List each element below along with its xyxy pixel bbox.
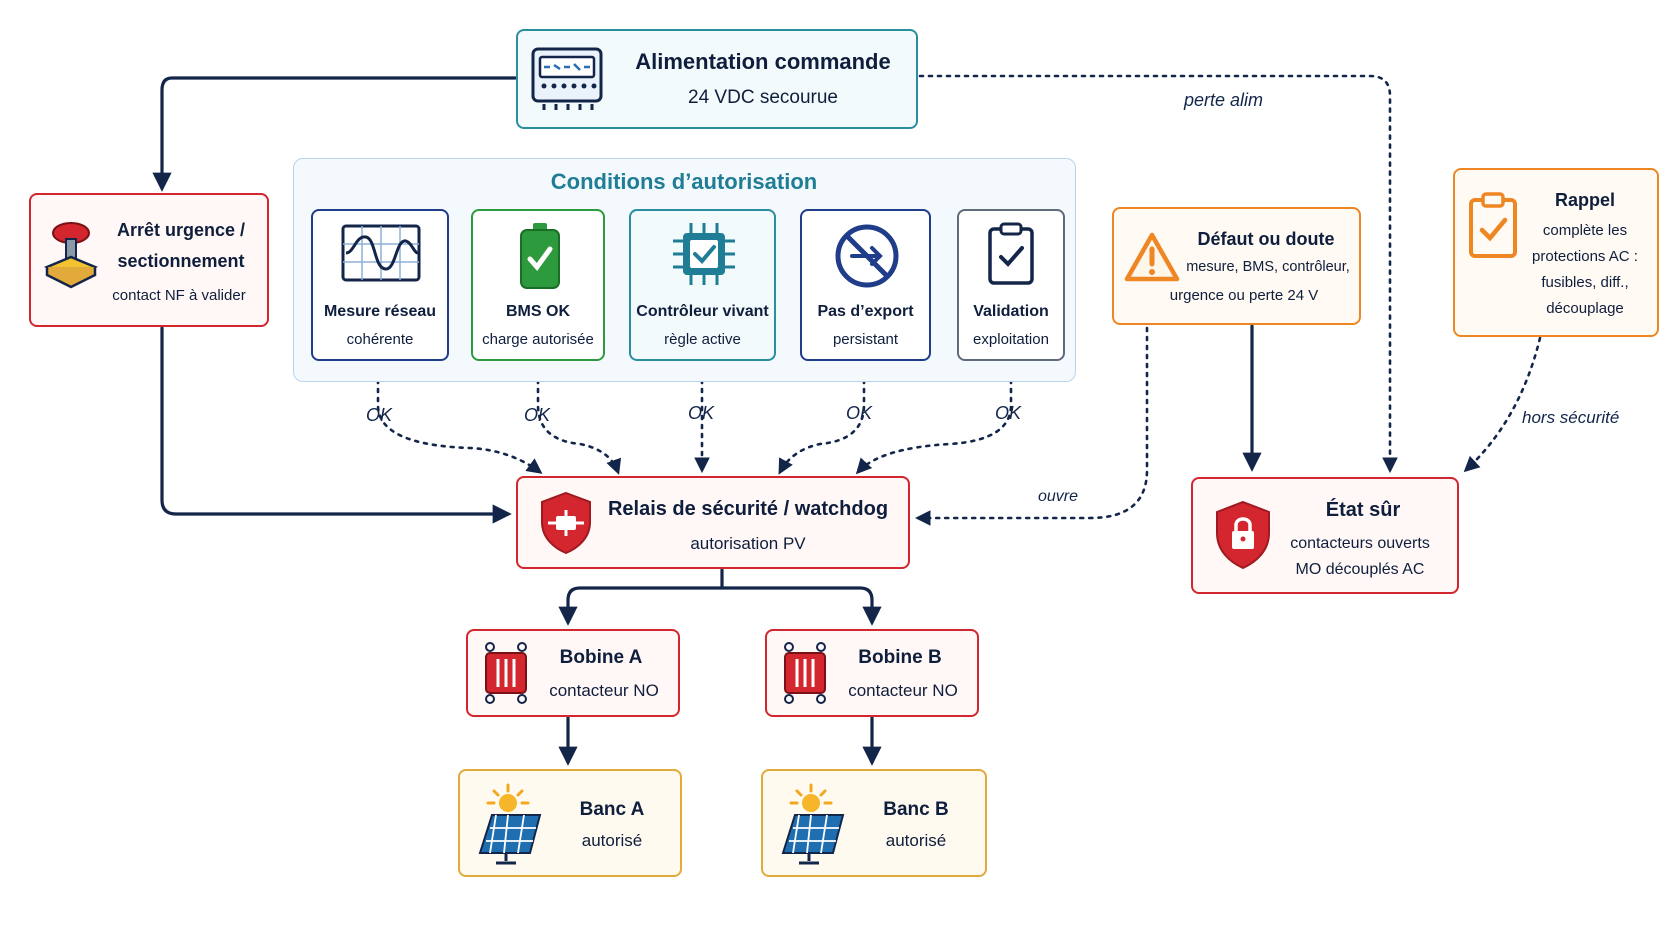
fault-line2: urgence ou perte 24 V: [1169, 287, 1319, 304]
safety-relay-node: Relais de sécurité / watchdog autorisati…: [516, 476, 910, 569]
estop-title-line1: Arrêt urgence /: [116, 220, 246, 240]
label-out-of-safety: hors sécurité: [1522, 408, 1620, 427]
edge-reminder-out-of-safety: [1463, 336, 1542, 473]
safe-title: État sûr: [1325, 499, 1401, 521]
bank-a-node: Banc A autorisé: [458, 769, 682, 877]
coil-b-node: Bobine B contacteur NO: [765, 629, 979, 717]
label-power-loss: perte alim: [1184, 90, 1264, 110]
condition-4-subtitle: persistant: [832, 331, 899, 348]
edge-cond-2-ok: [536, 360, 622, 475]
emergency-stop-node: Arrêt urgence / sectionnement contact NF…: [29, 193, 269, 327]
contactor-coil-icon: [485, 642, 527, 704]
clipboard-check-icon: [1469, 192, 1517, 258]
coil-a-title: Bobine A: [559, 647, 643, 668]
shield-relay-icon: [541, 491, 591, 555]
reminder-title: Rappel: [1554, 190, 1615, 210]
coil-a-subtitle: contacteur NO: [549, 681, 659, 700]
edge-cond-4-ok: [778, 360, 866, 475]
clipboard-check-icon: [988, 222, 1034, 285]
edge-fault-opens-relay: [914, 326, 1149, 526]
reminder-node: Rappel complète les protections AC : fus…: [1453, 168, 1659, 337]
reminder-line4: découplage: [1546, 300, 1624, 317]
solar-panel-icon: [478, 783, 542, 865]
power-subtitle: 24 VDC secourue: [688, 87, 838, 108]
edge-cond-1-ok: [376, 360, 543, 474]
power-title: Alimentation commande: [635, 49, 891, 74]
solar-panel-icon: [781, 783, 845, 865]
edge-estop-to-relay: [160, 326, 512, 524]
safe-state-node: État sûr contacteurs ouverts MO découplé…: [1191, 477, 1459, 594]
edge-cond-5-ok: [855, 360, 1013, 475]
ok-label-4: OK: [846, 403, 873, 423]
emergency-stop-icon: [43, 222, 99, 289]
edge-power-loss: [918, 74, 1398, 474]
condition-5-subtitle: exploitation: [973, 331, 1049, 348]
condition-controller: Contrôleur vivant règle active: [629, 209, 776, 361]
edge-power-to-estop: [152, 76, 517, 192]
condition-3-title: Contrôleur vivant: [636, 303, 769, 320]
estop-subtitle: contact NF à valider: [112, 287, 246, 304]
control-panel-icon: [531, 47, 603, 110]
ok-label-1: OK: [366, 405, 393, 425]
reminder-line1: complète les: [1542, 222, 1628, 239]
condition-grid-measure: Mesure réseau cohérente: [311, 209, 449, 361]
estop-title-line2: sectionnement: [117, 251, 245, 271]
condition-3-subtitle: règle active: [664, 331, 741, 348]
condition-4-title: Pas d’export: [817, 303, 914, 320]
ok-label-3: OK: [688, 403, 715, 423]
ok-label-5: OK: [995, 403, 1022, 423]
fault-title: Défaut ou doute: [1197, 229, 1335, 249]
reminder-line2: protections AC :: [1532, 248, 1638, 265]
bank-b-node: Banc B autorisé: [761, 769, 987, 877]
chip-check-icon: [673, 223, 735, 285]
relay-title: Relais de sécurité / watchdog: [607, 498, 889, 520]
waveform-monitor-icon: [341, 224, 421, 282]
coil-a-node: Bobine A contacteur NO: [466, 629, 680, 717]
condition-2-title: BMS OK: [506, 303, 570, 320]
battery-check-icon: [520, 223, 560, 289]
condition-bms: BMS OK charge autorisée: [471, 209, 605, 361]
ok-label-2: OK: [524, 405, 551, 425]
condition-5-title: Validation: [973, 303, 1049, 320]
condition-1-title: Mesure réseau: [323, 303, 437, 320]
condition-1-subtitle: cohérente: [346, 331, 414, 348]
warning-icon: [1124, 232, 1180, 282]
bank-b-title: Banc B: [883, 799, 949, 820]
reminder-line3: fusibles, diff.,: [1541, 274, 1629, 291]
safe-line1: contacteurs ouverts: [1290, 535, 1430, 552]
condition-validation: Validation exploitation: [957, 209, 1065, 361]
coil-b-title: Bobine B: [858, 647, 942, 668]
edge-relay-to-coils: [558, 568, 724, 626]
safe-line2: MO découplés AC: [1295, 561, 1425, 578]
power-supply-node: Alimentation commande 24 VDC secourue: [516, 29, 918, 129]
fault-line1: mesure, BMS, contrôleur,: [1186, 259, 1350, 275]
fault-node: Défaut ou doute mesure, BMS, contrôleur,…: [1112, 207, 1361, 325]
condition-2-subtitle: charge autorisée: [482, 331, 594, 348]
condition-no-export: Pas d’export persistant: [800, 209, 931, 361]
coil-b-subtitle: contacteur NO: [848, 681, 958, 700]
edge-relay-to-coil-b: [720, 586, 882, 626]
contactor-coil-icon: [784, 642, 826, 704]
relay-subtitle: autorisation PV: [690, 534, 806, 553]
conditions-title: Conditions d’autorisation: [550, 169, 818, 194]
label-opens: ouvre: [1038, 488, 1079, 505]
bank-b-subtitle: autorisé: [885, 831, 947, 850]
bank-a-title: Banc A: [579, 799, 645, 820]
no-export-icon: [835, 224, 899, 288]
shield-lock-icon: [1216, 500, 1270, 570]
bank-a-subtitle: autorisé: [581, 831, 643, 850]
